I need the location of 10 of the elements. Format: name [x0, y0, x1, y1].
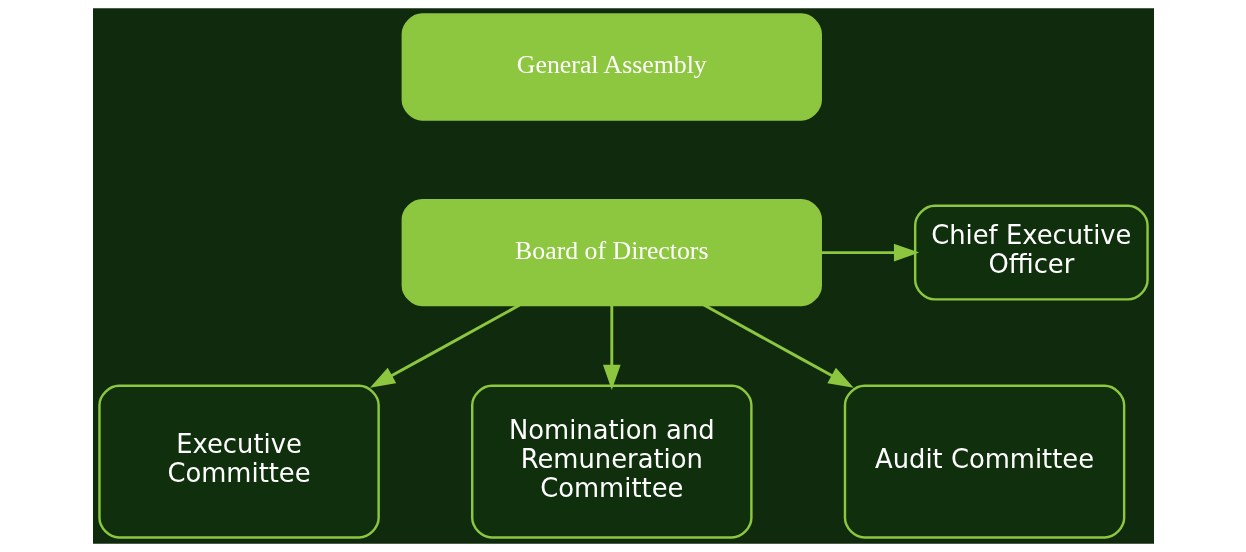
node-box: Board of Directors [401, 198, 822, 307]
node-box: Chief Executive Officer [913, 204, 1149, 301]
node-box: Audit Committee [843, 384, 1125, 539]
arrow [820, 243, 919, 262]
arrow [369, 303, 520, 388]
node-box: Executive Committee [97, 384, 380, 539]
arrow [702, 303, 854, 388]
arrow [602, 305, 621, 390]
node-box: General Assembly [401, 13, 822, 121]
node-box: Nomination and Remuneration Committee [470, 384, 753, 539]
